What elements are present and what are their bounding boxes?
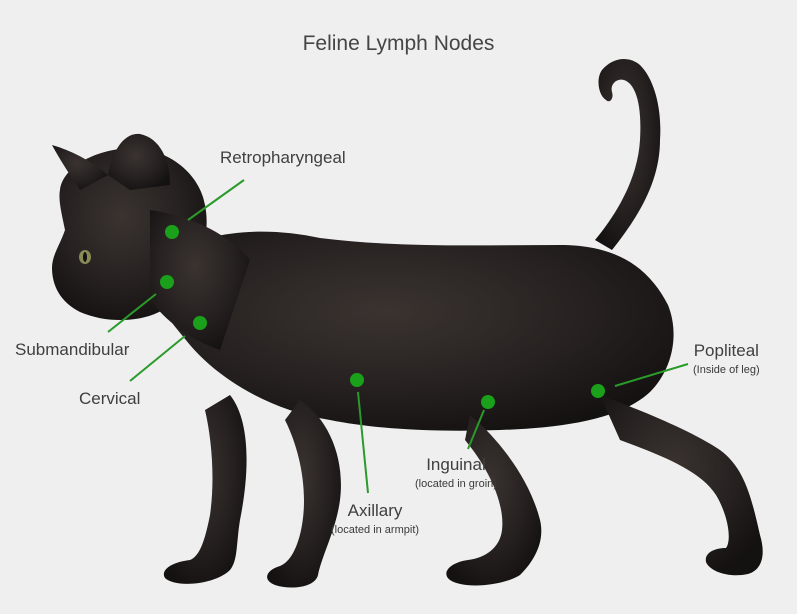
leader-line-inguinal [467, 409, 485, 450]
leader-line-cervical [129, 335, 186, 382]
lymph-node-markers [160, 225, 605, 409]
label-retropharyngeal-name: Retropharyngeal [220, 148, 346, 167]
leader-line-axillary [357, 391, 369, 494]
node-retropharyngeal [165, 225, 179, 239]
label-axillary-note: (located in armpit) [331, 524, 420, 536]
node-axillary [350, 373, 364, 387]
leader-line-retropharyngeal [187, 179, 245, 221]
leader-lines [107, 179, 689, 494]
label-popliteal-name: Popliteal [693, 341, 759, 360]
diagram-title: Feline Lymph Nodes [302, 32, 495, 55]
label-cervical-name: Cervical [79, 389, 141, 408]
label-submandibular: Submandibular [15, 340, 129, 360]
node-inguinal [481, 395, 495, 409]
label-popliteal: Popliteal (Inside of leg) [693, 341, 760, 376]
label-axillary: Axillary (located in armpit) [331, 501, 419, 536]
node-cervical [193, 316, 207, 330]
label-submandibular-name: Submandibular [15, 340, 130, 359]
leader-line-popliteal [614, 363, 689, 387]
node-popliteal [591, 384, 605, 398]
label-cervical: Cervical [79, 389, 140, 409]
label-popliteal-note: (Inside of leg) [693, 364, 760, 376]
label-retropharyngeal: Retropharyngeal [220, 148, 346, 168]
label-axillary-name: Axillary [347, 501, 403, 520]
leader-line-submandibular [107, 293, 157, 333]
label-inguinal-note: (located in groin) [415, 478, 497, 490]
label-inguinal-name: Inguinal [426, 455, 486, 474]
node-submandibular [160, 275, 174, 289]
label-inguinal: Inguinal (located in groin) [415, 455, 497, 490]
